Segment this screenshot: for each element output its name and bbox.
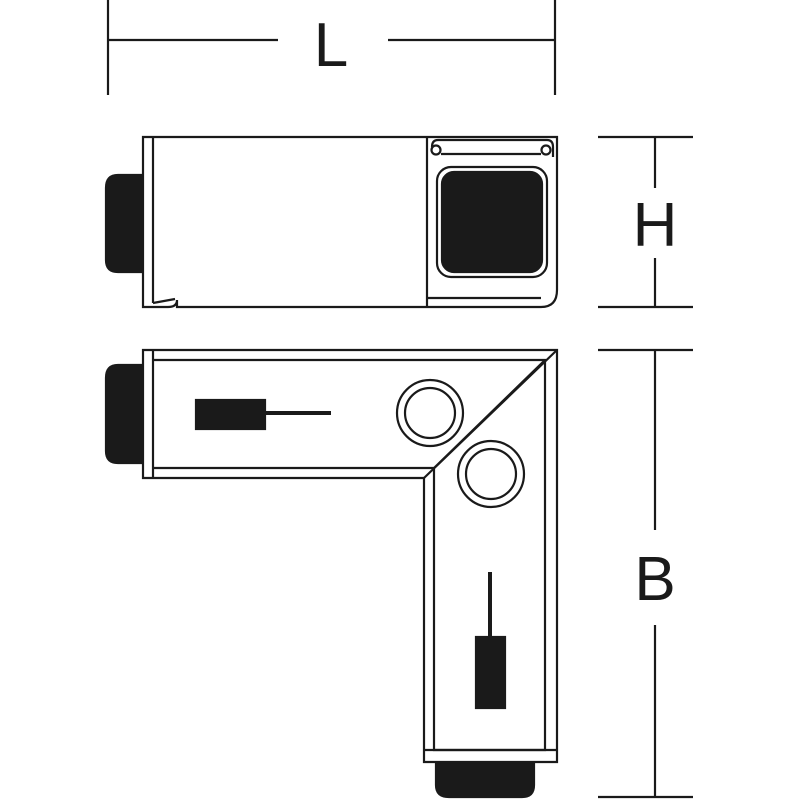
side-head-clip-left (430, 144, 442, 156)
top-end-cap-left (104, 363, 144, 465)
dimension-l (106, 0, 557, 95)
mitre-inner (433, 359, 546, 469)
dimension-label-b: B (634, 545, 675, 614)
side-head-top-rail (430, 138, 555, 157)
side-flange-tip (152, 297, 176, 305)
side-contact-frame (435, 165, 549, 279)
dimension-label-h: H (633, 191, 678, 260)
side-end-cap (104, 173, 144, 274)
top-view (104, 348, 559, 799)
contact-blade-vertical (474, 635, 507, 710)
screw-hole-outer-1 (395, 378, 465, 448)
screw-hole-inner-2 (464, 447, 518, 501)
contact-blade-horizontal (194, 398, 267, 431)
screw-hole-inner-1 (403, 386, 457, 440)
side-head-clip-right (540, 144, 552, 156)
dimension-h (598, 135, 693, 309)
dimension-label-l: L (314, 11, 348, 80)
side-contact-window (440, 170, 544, 274)
top-end-cap-bottom (434, 760, 536, 799)
screw-hole-outer-2 (456, 439, 526, 509)
side-view (104, 135, 559, 309)
dimension-b (598, 348, 693, 799)
